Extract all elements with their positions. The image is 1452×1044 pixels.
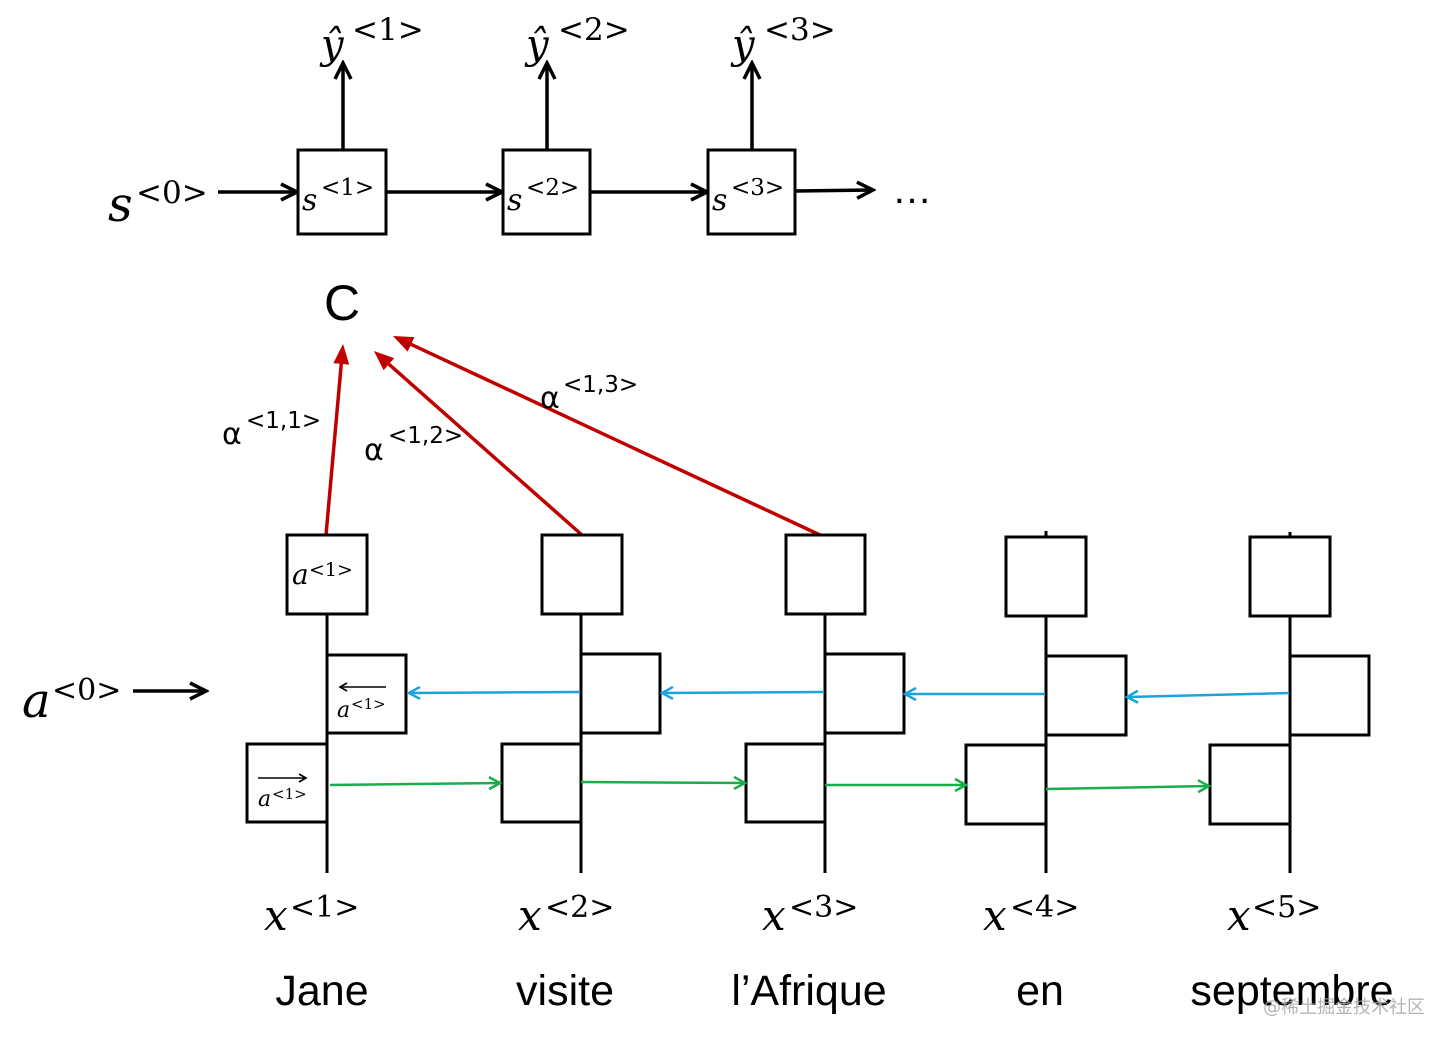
attention-weight-2-symbol: α	[364, 433, 384, 468]
initial-activation-symbol: a	[22, 673, 51, 729]
activation-box-5	[1248, 535, 1332, 618]
forward-box-3	[744, 742, 827, 824]
forward-activation-symbol: a	[258, 787, 271, 812]
backward-box-1	[325, 653, 408, 735]
decoder: s <0> s <1> ŷ <1> s <2> ŷ <2> s <3> ŷ <3…	[108, 12, 932, 236]
backward-arrow-accent	[338, 682, 386, 692]
activation-box-4	[1004, 535, 1088, 618]
context-label: C	[324, 275, 360, 331]
forward-box-2	[500, 742, 583, 824]
output-2-symbol: ŷ	[524, 22, 550, 68]
decoder-continuation: …	[892, 168, 932, 212]
activation-box-1	[285, 533, 369, 616]
input-2-word: visite	[516, 967, 614, 1015]
activation-1-symbol: a	[292, 558, 309, 591]
encoder: a <0> a <1> a <1>	[22, 531, 1394, 1015]
attention-arrow-3	[392, 335, 821, 537]
decoder-cell-3-state-index: <3>	[731, 175, 784, 201]
forward-arrow-1-2	[329, 776, 503, 791]
output-1-symbol: ŷ	[319, 22, 345, 68]
output-1-index: <1>	[352, 12, 424, 48]
output-3-index: <3>	[764, 12, 836, 48]
attention-weight-3-symbol: α	[540, 381, 560, 416]
backward-box-5	[1288, 654, 1371, 737]
forward-arrow-4-5	[1045, 779, 1212, 794]
input-5-word: septembre	[1190, 967, 1393, 1015]
forward-box-5	[1208, 743, 1292, 826]
input-4-symbol: x	[983, 891, 1007, 940]
backward-box-2	[579, 652, 662, 735]
input-3-word: l’Afrique	[731, 967, 886, 1015]
attention: C α <1,1> α <1,2> α <1,3>	[222, 275, 821, 537]
decoder-cell-2-state-index: <2>	[526, 175, 579, 201]
input-4-word: en	[1016, 967, 1064, 1015]
initial-state-index: <0>	[136, 175, 208, 211]
decoder-arrow-3-next	[794, 190, 873, 191]
input-4-index: <4>	[1010, 890, 1079, 925]
decoder-cell-1-state-index: <1>	[321, 175, 374, 201]
backward-activation-index: <1>	[351, 695, 386, 713]
input-5-symbol: x	[1227, 891, 1251, 940]
watermark: @稀土掘金技术社区	[1263, 997, 1425, 1018]
output-3-symbol: ŷ	[730, 22, 756, 68]
attention-arrow-2	[373, 350, 584, 537]
decoder-cell-2-state-symbol: s	[507, 183, 522, 218]
input-3-symbol: x	[762, 891, 786, 940]
backward-box-3	[823, 652, 906, 735]
backward-box-4	[1044, 654, 1128, 737]
input-2-index: <2>	[545, 890, 614, 925]
attention-weight-3-index: <1,3>	[563, 372, 638, 398]
output-2-index: <2>	[558, 12, 630, 48]
forward-box-1	[245, 742, 329, 824]
input-1-index: <1>	[290, 890, 359, 925]
input-2-symbol: x	[518, 891, 542, 940]
attention-arrow-1	[324, 344, 350, 536]
attention-weight-1-symbol: α	[222, 417, 242, 452]
backward-arrow-3-2	[659, 685, 825, 701]
decoder-cell-1-state-symbol: s	[302, 183, 317, 218]
initial-state-symbol: s	[108, 177, 133, 233]
attention-weight-2-index: <1,2>	[388, 423, 463, 449]
attention-weight-1-index: <1,1>	[246, 408, 321, 434]
forward-box-4	[964, 743, 1048, 826]
backward-arrow-2-1	[406, 685, 581, 701]
decoder-cell-3-state-symbol: s	[712, 183, 727, 218]
backward-activation-symbol: a	[337, 698, 350, 723]
input-1-word: Jane	[275, 967, 368, 1015]
activation-box-2	[540, 533, 624, 616]
backward-arrow-5-4	[1124, 689, 1290, 704]
input-3-index: <3>	[789, 890, 858, 925]
initial-activation-index: <0>	[52, 673, 121, 708]
activation-1-index: <1>	[309, 559, 353, 581]
activation-box-3	[784, 533, 867, 616]
input-5-index: <5>	[1252, 890, 1321, 925]
forward-activation-index: <1>	[272, 785, 307, 803]
forward-arrow-accent	[258, 773, 308, 783]
input-1-symbol: x	[264, 891, 288, 940]
forward-arrow-2-3	[580, 775, 748, 791]
